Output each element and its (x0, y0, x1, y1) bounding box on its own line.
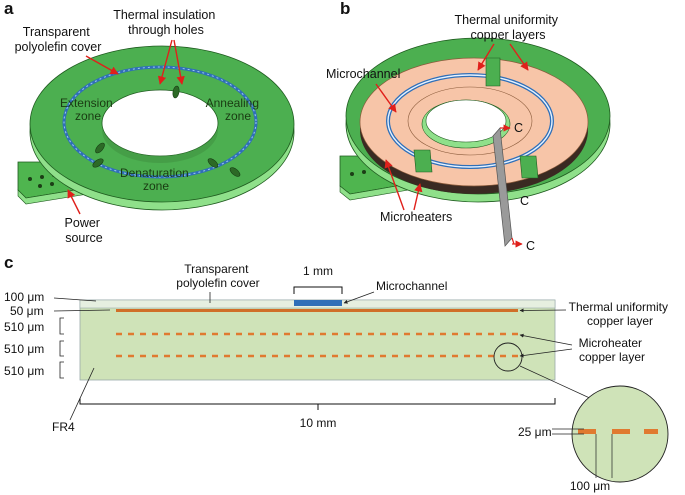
zone-extension-line2: zone (75, 109, 101, 123)
microheaters-arrow-1 (384, 159, 405, 211)
ring-b-hole (425, 99, 507, 143)
section-mark-2: C (520, 194, 529, 208)
cover-label-c-line1: Transparent (184, 262, 249, 276)
panel-b: b C C C (326, 0, 611, 253)
section-mark-3: C (526, 239, 535, 253)
inset-thickness-label: 25 μm (518, 425, 552, 439)
uniformity-label-line1: Thermal uniformity (569, 300, 668, 314)
insulation-label-line2: through holes (128, 23, 204, 37)
heater-label-line2: copper layer (579, 350, 645, 364)
zone-annealing-line1: Annealing (206, 96, 259, 110)
svg-text:Microheater copper layer: Microheater copper layer (579, 336, 646, 364)
svg-text:Thermal insulation throu: Thermal insulation through holes (113, 8, 219, 37)
panel-b-letter: b (340, 0, 350, 18)
fr4-label: FR4 (52, 420, 75, 434)
svg-text:Extension zone: Extension zone (60, 96, 116, 123)
zone-denaturation-line1: Denaturation (120, 166, 189, 180)
insulation-arrow-2 (173, 39, 185, 85)
section-mark-1: C (514, 121, 523, 135)
svg-text:Transparent polyolefin c: Transparent polyolefin cover (15, 25, 102, 54)
insulation-slots (92, 85, 241, 177)
copper-arrow-2 (509, 43, 529, 71)
power-label-line1: Power (65, 216, 100, 230)
cover-label-c-line2: polyolefin cover (176, 276, 259, 290)
dim-layer-1: 510 μm (4, 320, 44, 334)
heater-label-line1: Microheater (579, 336, 642, 350)
microchannel-arrow-b (375, 83, 397, 113)
power-arrow (67, 189, 81, 215)
board-width-label: 10 mm (300, 416, 337, 430)
cover-arrow-a (85, 55, 119, 75)
zone-extension-line1: Extension (60, 96, 113, 110)
microchannel-label-c: Microchannel (376, 279, 447, 293)
copper-arrow-1 (477, 43, 495, 71)
power-label-line2: source (65, 231, 103, 245)
panel-a-letter: a (4, 0, 14, 18)
zone-denaturation-line2: zone (143, 179, 169, 193)
dim-layer-3: 510 μm (4, 364, 44, 378)
dim-copper-thickness: 50 μm (10, 304, 44, 318)
microchannel-section (294, 300, 342, 306)
cover-label-a-line1: Transparent (23, 25, 90, 39)
microheaters-label: Microheaters (380, 210, 452, 224)
microheaters-arrow-2 (413, 183, 423, 211)
dim-layer-2: 510 μm (4, 342, 44, 356)
inset-gap-label: 100 μm (570, 479, 610, 493)
copper-label-line2: copper layers (470, 28, 545, 42)
zone-annealing-line2: zone (225, 109, 251, 123)
svg-text:Thermal uniformity coppe: Thermal uniformity copper layer (569, 300, 672, 328)
svg-text:Transparent polyolefin c: Transparent polyolefin cover (176, 262, 259, 290)
copper-label-line1: Thermal uniformity (455, 13, 559, 27)
insulation-arrow-1 (157, 39, 173, 85)
svg-text:Power source: Power source (65, 216, 104, 245)
panel-c-letter: c (4, 253, 13, 272)
channel-width-label: 1 mm (303, 264, 333, 278)
fr4-substrate (79, 299, 556, 381)
dim-cover-thickness: 100 μm (4, 290, 44, 304)
microchannel-label-b: Microchannel (326, 67, 400, 81)
svg-text:Denaturation zone: Denaturation zone (120, 166, 192, 193)
panel-a: a Extension zone (4, 0, 295, 245)
svg-text:Thermal uniformity coppe: Thermal uniformity copper layers (455, 13, 562, 42)
panel-c: c 1 mm Transparent polyolefin cover Micr… (4, 253, 672, 493)
svg-text:Annealing zone: Annealing zone (206, 96, 263, 123)
uniformity-label-line2: copper layer (587, 314, 653, 328)
ring-a-hole (101, 89, 219, 157)
cover-label-a-line2: polyolefin cover (15, 40, 102, 54)
zoom-marker (493, 342, 523, 372)
insulation-label-line1: Thermal insulation (113, 8, 215, 22)
